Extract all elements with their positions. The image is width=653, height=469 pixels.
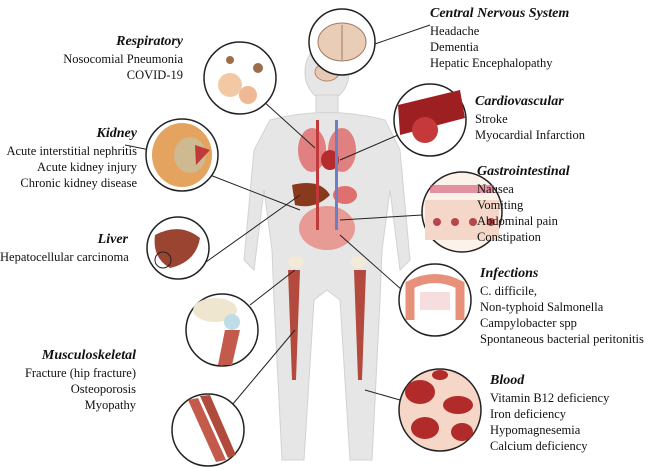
kidney-title: Kidney	[96, 126, 137, 141]
gastrointestinal-item: Constipation	[477, 230, 541, 244]
musculoskeletal-label-group: Musculoskeletal Fracture (hip fracture) …	[25, 347, 136, 413]
infections-item: Campylobacter spp	[480, 316, 577, 330]
liver-item: Hepatocellular carcinoma	[0, 250, 129, 264]
gastrointestinal-item: Abdominal pain	[477, 214, 558, 228]
cns-item: Dementia	[430, 40, 479, 54]
kidney-item: Acute kidney injury	[37, 160, 137, 174]
infections-item: C. difficile,	[480, 284, 538, 298]
cardiovascular-circle	[393, 83, 467, 157]
infections-label-group: Infections C. difficile, Non-typhoid Sal…	[480, 265, 644, 347]
gastrointestinal-label-group: Gastrointestinal Nausea Vomiting Abdomin…	[477, 163, 570, 245]
infections-title: Infections	[480, 266, 539, 281]
cns-title: Central Nervous System	[430, 6, 570, 21]
gastrointestinal-item: Nausea	[477, 182, 514, 196]
musculoskeletal-title: Musculoskeletal	[41, 348, 136, 363]
kidney-item: Acute interstitial nephritis	[6, 144, 137, 158]
respiratory-circle	[203, 41, 277, 115]
cns-item: Hepatic Encephalopathy	[430, 56, 553, 70]
respiratory-label-group: Respiratory Nosocomial Pneumonia COVID-1…	[63, 33, 183, 83]
gastrointestinal-item: Vomiting	[477, 198, 524, 212]
musculoskeletal-item: Myopathy	[84, 398, 136, 412]
blood-title: Blood	[490, 373, 525, 388]
musculoskeletal-item: Osteoporosis	[70, 382, 136, 396]
cns-label-group: Central Nervous System Headache Dementia…	[430, 5, 569, 71]
liver-circle	[146, 216, 210, 280]
cardiovascular-item: Myocardial Infarction	[475, 128, 586, 142]
musculoskeletal-item: Fracture (hip fracture)	[24, 366, 136, 380]
blood-label-group: Blood Vitamin B12 deficiency Iron defici…	[490, 372, 609, 454]
respiratory-item: Nosocomial Pneumonia	[63, 52, 183, 66]
cns-item: Headache	[430, 24, 480, 38]
blood-circle	[398, 368, 482, 452]
musculoskeletal-circle	[171, 393, 245, 467]
liver-title: Liver	[97, 232, 128, 247]
respiratory-item: COVID-19	[126, 68, 183, 82]
blood-item: Hypomagnesemia	[490, 423, 581, 437]
liver-label-group: Liver Hepatocellular carcinoma	[0, 231, 129, 265]
cardiovascular-label-group: Cardiovascular Stroke Myocardial Infarct…	[475, 93, 585, 143]
blood-item: Calcium deficiency	[490, 439, 588, 453]
kidney-label-group: Kidney Acute interstitial nephritis Acut…	[6, 125, 137, 191]
blood-item: Vitamin B12 deficiency	[490, 391, 610, 405]
body-organs	[288, 62, 366, 380]
infections-item: Non-typhoid Salmonella	[480, 300, 604, 314]
blood-item: Iron deficiency	[490, 407, 567, 421]
connector-lines	[124, 24, 431, 406]
infections-item: Spontaneous bacterial peritonitis	[480, 332, 644, 346]
gastrointestinal-title: Gastrointestinal	[477, 164, 570, 179]
cardiovascular-title: Cardiovascular	[475, 94, 564, 109]
cardiovascular-item: Stroke	[475, 112, 508, 126]
infections-circle	[398, 263, 472, 337]
hip-circle	[185, 293, 259, 367]
gastrointestinal-circle	[421, 171, 503, 253]
kidney-item: Chronic kidney disease	[20, 176, 137, 190]
kidney-circle	[145, 118, 219, 192]
cns-circle	[308, 8, 376, 76]
respiratory-title: Respiratory	[116, 34, 183, 49]
